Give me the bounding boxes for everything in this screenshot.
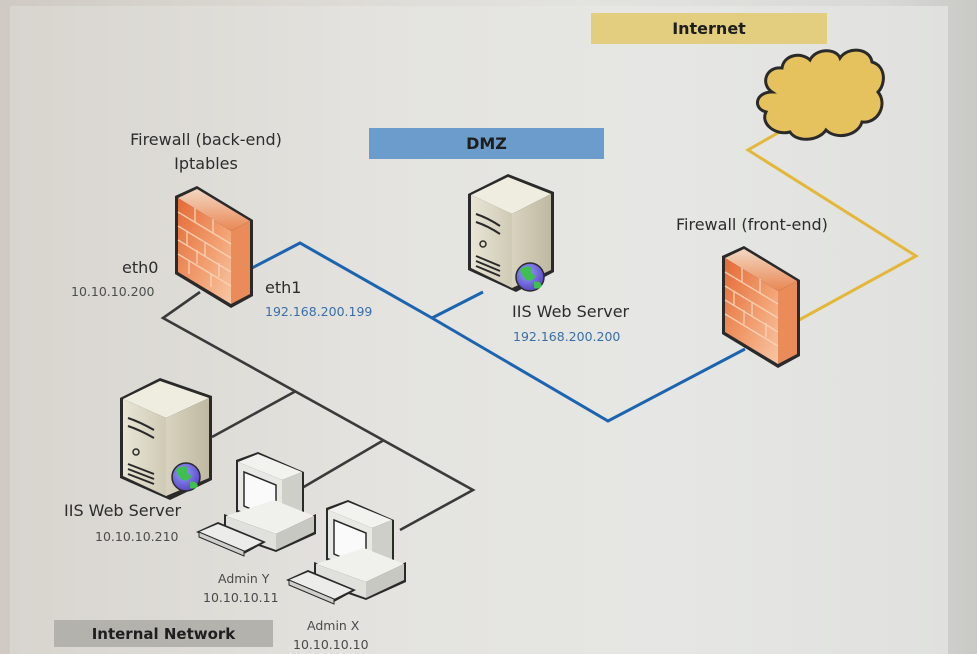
eth0-ip: 10.10.10.200 (71, 284, 155, 299)
admin-x-workstation-icon (286, 500, 406, 605)
link-firewall-eth0-to-lan (160, 290, 476, 532)
zone-dmz-banner: DMZ (369, 128, 604, 159)
firewall-front-end-title: Firewall (front-end) (676, 215, 828, 234)
admin-x-ip: 10.10.10.10 (293, 637, 369, 652)
admin-y-ip: 10.10.10.11 (203, 590, 279, 605)
link-dmz-to-web-server (431, 290, 484, 320)
eth1-label: eth1 (265, 278, 302, 297)
globe-icon (515, 262, 545, 292)
internet-links (745, 128, 919, 322)
zone-internal-banner: Internal Network (54, 620, 273, 647)
internal-server-ip: 10.10.10.210 (95, 529, 179, 544)
internet-cloud-icon (756, 48, 885, 141)
admin-y-workstation-icon (196, 452, 316, 557)
dmz-server-title: IIS Web Server (512, 302, 630, 321)
eth1-ip: 192.168.200.199 (265, 304, 373, 319)
firewall-front-end-icon (722, 246, 800, 368)
firewall-back-end-subtitle: Iptables (174, 154, 238, 173)
zone-internet-banner: Internet (591, 13, 827, 44)
link-lan-to-admin-y (301, 438, 385, 490)
dmz-server-ip: 192.168.200.200 (513, 329, 621, 344)
eth0-label: eth0 (122, 258, 159, 277)
link-cloud-to-front-firewall (745, 128, 919, 322)
dmz-links (251, 241, 746, 423)
admin-x-title: Admin X (307, 618, 360, 633)
firewall-back-end-icon (175, 186, 253, 308)
globe-icon (171, 462, 201, 492)
internal-links (160, 290, 476, 532)
link-lan-to-internal-server (211, 389, 297, 439)
firewall-back-end-title: Firewall (back-end) (130, 130, 282, 149)
admin-y-title: Admin Y (218, 571, 270, 586)
internal-server-title: IIS Web Server (64, 501, 182, 520)
